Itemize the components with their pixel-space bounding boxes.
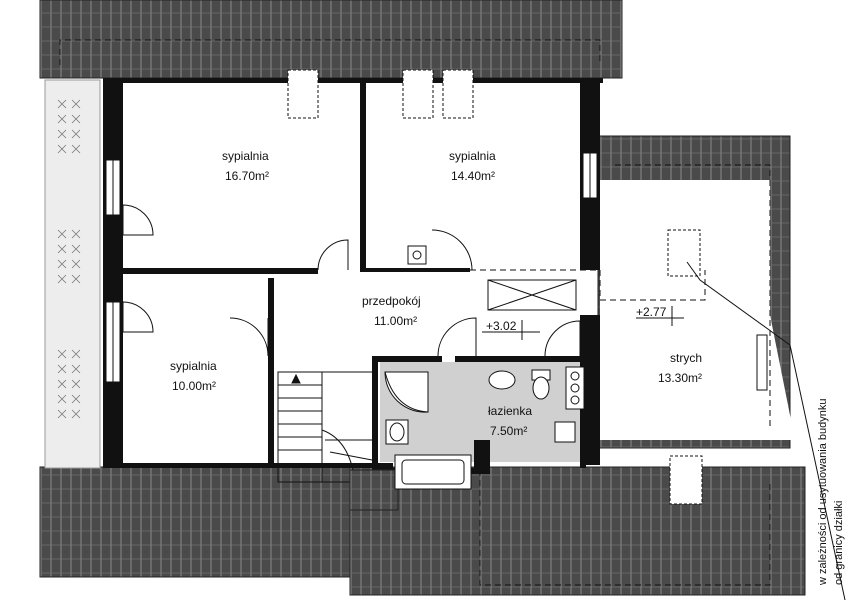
dashed-outlines	[59, 39, 771, 586]
side-note: w zależności od usytuowania budynku od g…	[817, 398, 845, 586]
doors	[122, 204, 581, 357]
stairs	[277, 371, 399, 511]
room-name-bedroom-2: sypialnia	[449, 149, 496, 163]
roof-windows	[287, 69, 703, 505]
bathroom-fixtures	[384, 245, 585, 490]
windows	[105, 152, 768, 391]
room-area-attic: 13.30m²	[658, 371, 702, 385]
room-name-hallway: przedpokój	[362, 294, 421, 308]
attic-floor	[600, 180, 795, 440]
roof-top	[39, 0, 623, 79]
level-attic-text: +2.77	[636, 305, 667, 319]
leader-line	[686, 261, 846, 600]
room-name-bathroom: łazienka	[488, 404, 532, 418]
room-area-bedroom-3: 10.00m²	[172, 379, 216, 393]
room-area-bedroom-1: 16.70m²	[225, 169, 269, 183]
side-note-line-2: od granicy działki	[833, 501, 845, 585]
terrace	[44, 79, 101, 469]
level-upper-text: +3.02	[486, 319, 517, 333]
room-name-bedroom-1: sypialnia	[222, 149, 269, 163]
room-name-attic: strych	[670, 351, 702, 365]
room-area-hallway: 11.00m²	[374, 314, 417, 328]
level-marker-upper: +3.02	[482, 319, 540, 340]
storage-box	[487, 279, 577, 311]
side-note-line-1: w zależności od usytuowania budynku	[817, 398, 829, 586]
level-marker-attic: +2.77	[636, 305, 684, 326]
room-area-bathroom: 7.50m²	[490, 424, 527, 438]
room-name-bedroom-3: sypialnia	[170, 359, 217, 373]
room-area-bedroom-2: 14.40m²	[451, 169, 495, 183]
